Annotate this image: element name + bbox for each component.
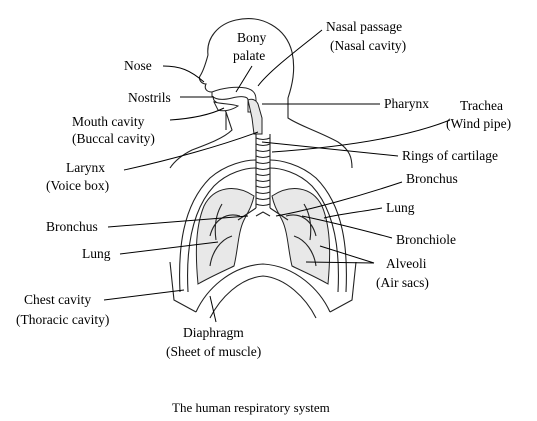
labels-bottom: Diaphragm (Sheet of muscle) [166, 325, 261, 359]
label-alveoli: Alveoli [386, 256, 427, 271]
label-nose: Nose [124, 58, 152, 73]
cartilage-ring [255, 185, 271, 189]
label-pharynx: Pharynx [384, 96, 429, 111]
label-nostrils: Nostrils [128, 90, 171, 105]
cartilage-ring [255, 179, 271, 183]
label-chest-cavity: Chest cavity [24, 292, 91, 307]
diagram-caption: The human respiratory system [172, 400, 330, 415]
trachea [255, 134, 271, 208]
label-sheet-of-muscle: (Sheet of muscle) [166, 344, 261, 359]
leader-lines [103, 29, 451, 323]
cartilage-ring [255, 137, 271, 141]
label-rings-of-cartilage: Rings of cartilage [402, 148, 498, 163]
label-palate: palate [233, 48, 265, 63]
label-air-sacs: (Air sacs) [376, 275, 429, 290]
labels-left: Nose Nostrils Mouth cavity (Buccal cavit… [16, 58, 171, 327]
label-nasal-cavity: (Nasal cavity) [330, 38, 406, 53]
cartilage-ring [255, 173, 271, 177]
label-diaphragm: Diaphragm [183, 325, 244, 340]
bronchi [237, 207, 289, 221]
cartilage-ring [255, 161, 271, 165]
label-wind-pipe: (Wind pipe) [446, 116, 511, 131]
cartilage-ring [255, 155, 271, 159]
diaphragm [195, 263, 331, 319]
label-bronchus-left: Bronchus [46, 219, 98, 234]
left-lung [195, 188, 255, 285]
label-bronchus-right: Bronchus [406, 171, 458, 186]
label-voice-box: (Voice box) [46, 178, 109, 193]
label-lung-left: Lung [82, 246, 111, 261]
label-lung-right: Lung [386, 200, 415, 215]
cartilage-ring [255, 203, 271, 207]
label-mouth-cavity: Mouth cavity [72, 114, 145, 129]
airway-upper [211, 86, 263, 135]
cartilage-ring [255, 191, 271, 195]
cartilage-ring [255, 143, 271, 147]
label-bony: Bony [237, 30, 267, 45]
label-larynx: Larynx [66, 160, 105, 175]
label-bronchiole: Bronchiole [396, 232, 456, 247]
labels-right: Bony palate Nasal passage (Nasal cavity)… [233, 19, 511, 290]
label-buccal-cavity: (Buccal cavity) [72, 131, 155, 146]
cartilage-ring [255, 149, 271, 153]
label-nasal-passage: Nasal passage [326, 19, 402, 34]
right-lung [271, 188, 331, 285]
cartilage-ring [255, 197, 271, 201]
cartilage-ring [255, 167, 271, 171]
label-trachea: Trachea [460, 98, 503, 113]
label-thoracic-cavity: (Thoracic cavity) [16, 312, 109, 327]
